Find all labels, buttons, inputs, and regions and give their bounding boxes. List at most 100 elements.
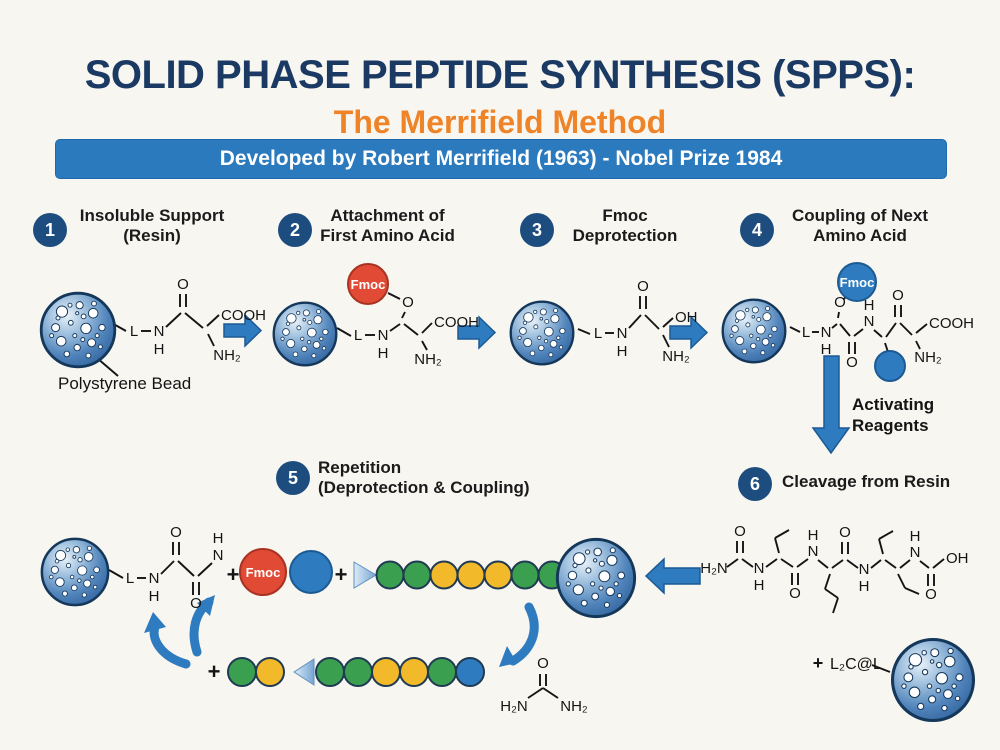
atom-O: O	[734, 523, 746, 540]
polystyrene-bead-full-chain	[555, 537, 637, 619]
fmoc-label: Fmoc	[840, 275, 875, 290]
atom-H2N: H₂N	[700, 560, 728, 577]
step-number: 4	[751, 219, 762, 240]
atom-N: N	[154, 323, 165, 340]
fmoc-label: Fmoc	[246, 565, 281, 580]
green-residue	[343, 657, 373, 687]
structure-step2: L N H O Fmoc COOH NH₂	[336, 263, 479, 368]
atom-L: L	[594, 325, 602, 342]
step-label-line: Attachment of	[330, 206, 445, 225]
fmoc-group-red	[239, 548, 287, 596]
step-number: 3	[531, 219, 542, 240]
step-badge-3: 3	[520, 213, 554, 247]
green-residue	[402, 560, 432, 590]
atom-N: N	[149, 570, 160, 587]
arrow-step3-to-4	[669, 315, 709, 350]
green-residue	[427, 657, 457, 687]
page-title: SOLID PHASE PEPTIDE SYNTHESIS (SPPS):	[84, 52, 916, 97]
atom-O: O	[789, 585, 801, 602]
atom-NH2: NH₂	[662, 348, 690, 365]
atom-NH2: NH₂	[560, 698, 588, 715]
atom-COOH: COOH	[929, 315, 974, 332]
plus-sign: +	[208, 659, 221, 684]
step-number: 1	[44, 219, 55, 240]
atom-O: O	[637, 278, 649, 295]
step-label-line: Repetition	[318, 458, 402, 477]
polystyrene-bead-step2	[272, 301, 338, 367]
amino-acid-ball-blue	[289, 550, 333, 594]
peptide-chain-assembled	[375, 560, 567, 590]
linker-fragment-label: L₂C@L	[830, 656, 882, 673]
step-label-line: Fmoc	[602, 206, 648, 225]
atom-N: N	[213, 547, 224, 564]
step-label-line: Coupling of Next	[792, 206, 928, 225]
polystyrene-bead-cleaved	[890, 637, 976, 723]
arrow-cleavage-left	[644, 557, 701, 595]
step-label-line: Insoluble Support	[79, 206, 225, 225]
step-label-line: Amino Acid	[813, 226, 907, 245]
step-label-line: First Amino Acid	[320, 226, 455, 245]
yellow-residue	[255, 657, 285, 687]
atom-OH: OH	[675, 309, 698, 326]
fmoc-label: Fmoc	[351, 277, 386, 292]
atom-H: H	[859, 578, 870, 595]
atom-O: O	[839, 524, 851, 541]
atom-O: O	[177, 276, 189, 293]
polystyrene-bead-repetition	[40, 537, 110, 607]
polystyrene-bead-step1	[39, 291, 117, 369]
step-number: 2	[289, 219, 300, 240]
atom-H: H	[864, 297, 875, 314]
activating-reagents-label: Activating Reagents	[852, 394, 934, 436]
atom-COOH: COOH	[221, 307, 266, 324]
arrow-cycle-upleft	[144, 612, 191, 669]
atom-NH2: NH₂	[914, 349, 942, 366]
structure-cleaved-peptide: H₂N O N H O N H O N	[700, 523, 969, 614]
polystyrene-bead-step3	[509, 300, 575, 366]
arrow-cleave-downleft	[499, 602, 539, 667]
structure-urea: O H₂N NH₂	[500, 655, 588, 715]
green-residue	[315, 657, 345, 687]
green-residue	[510, 560, 540, 590]
atom-H2N: H₂N	[500, 698, 528, 715]
atom-N: N	[859, 561, 870, 578]
step-label-6: Cleavage from Resin	[782, 472, 992, 492]
arrow-activating-down	[811, 355, 851, 455]
atom-O: O	[190, 595, 202, 612]
atom-NH2: NH₂	[213, 347, 241, 364]
step-number: 5	[287, 467, 298, 488]
yellow-residue	[371, 657, 401, 687]
step-label-4: Coupling of Next Amino Acid	[775, 206, 945, 246]
atom-N: N	[754, 560, 765, 577]
atom-H: H	[149, 588, 160, 605]
plus-sign: +	[227, 562, 240, 587]
step-badge-6: 6	[738, 467, 772, 501]
atom-N: N	[821, 324, 832, 341]
step-badge-1: 1	[33, 213, 67, 247]
atom-H: H	[378, 345, 389, 362]
green-residue	[227, 657, 257, 687]
step-badge-2: 2	[278, 213, 312, 247]
peptide-chain-cleaved	[315, 657, 485, 687]
atom-O: O	[834, 294, 846, 311]
atom-O: O	[402, 294, 414, 311]
atom-L: L	[802, 324, 810, 341]
green-residue	[375, 560, 405, 590]
atom-L: L	[126, 570, 134, 587]
activating-line: Reagents	[852, 416, 929, 435]
atom-O: O	[170, 524, 182, 541]
atom-O: O	[925, 586, 937, 603]
atom-O: O	[846, 354, 858, 371]
atom-O: O	[892, 287, 904, 304]
atom-NH2: NH₂	[414, 351, 442, 368]
atom-N: N	[864, 313, 875, 330]
fmoc-group-blue	[837, 262, 877, 302]
step-label-2: Attachment of First Amino Acid	[305, 206, 470, 246]
atom-OH: OH	[946, 550, 969, 567]
atom-COOH: COOH	[434, 314, 479, 331]
step-badge-5: 5	[276, 461, 310, 495]
credit-banner: Developed by Robert Merrifield (1963) - …	[55, 139, 947, 179]
step-label-1: Insoluble Support (Resin)	[62, 206, 242, 246]
released-residues	[227, 657, 285, 687]
page-subtitle: The Merrifield Method	[333, 103, 667, 140]
yellow-residue	[483, 560, 513, 590]
